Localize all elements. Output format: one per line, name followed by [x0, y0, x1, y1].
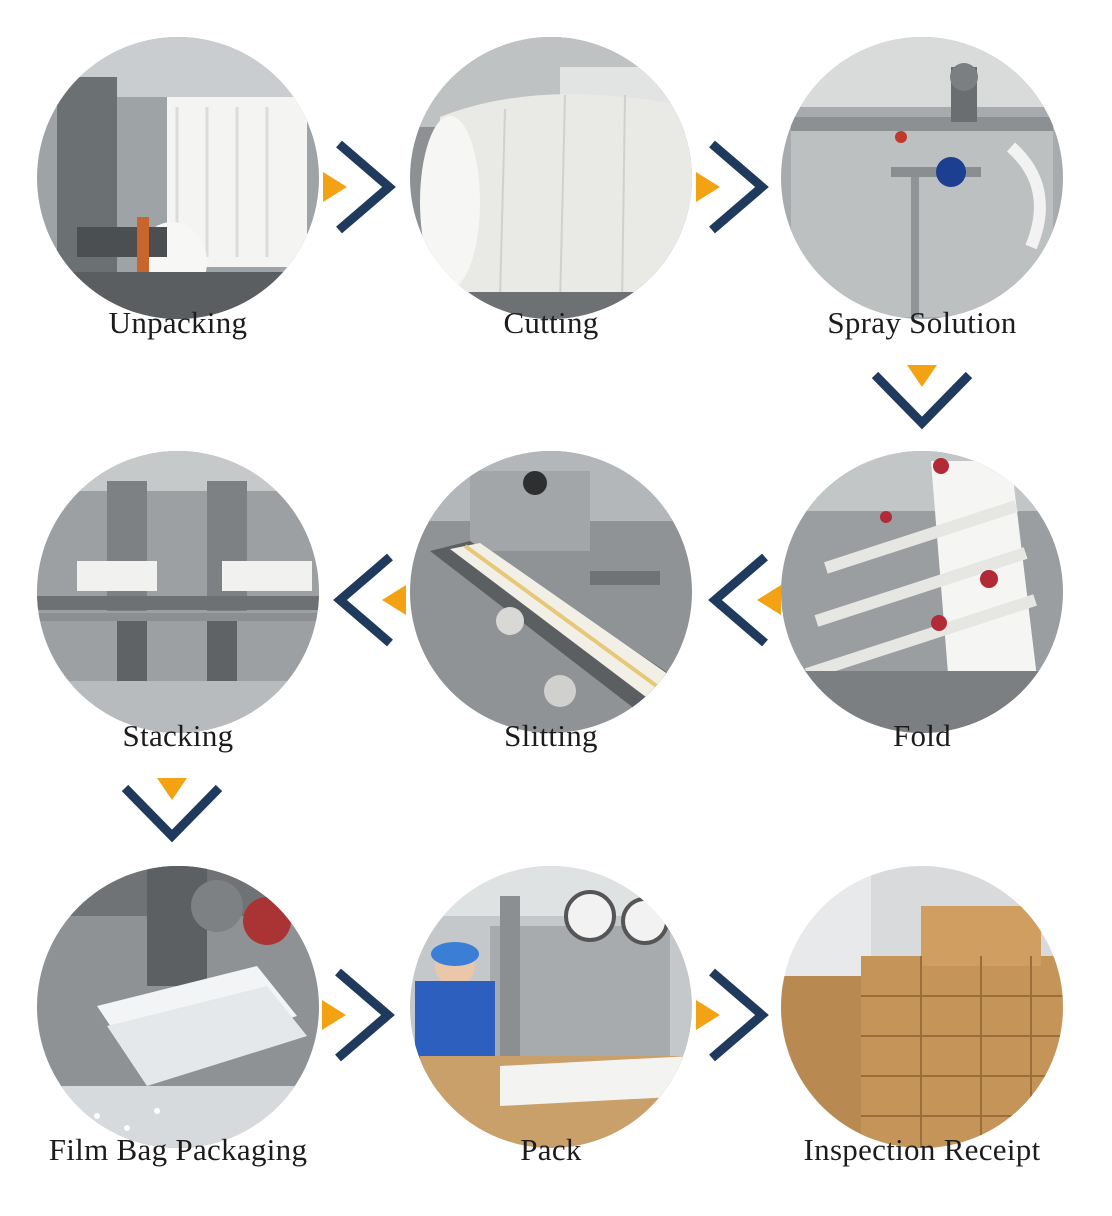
step-label-4: Fold: [892, 718, 952, 753]
step-label-8: Pack: [520, 1132, 582, 1167]
slitting-conveyor-photo: [410, 451, 692, 733]
arrow-down-icon: [117, 758, 227, 868]
step-label-6: Stacking: [122, 718, 234, 753]
worker-at-packing-line-photo: [410, 866, 692, 1148]
step-label-5: Slitting: [504, 718, 598, 753]
step-label-9: Inspection Receipt: [803, 1132, 1041, 1167]
step-label-1: Unpacking: [108, 305, 248, 340]
paper-roll-unwinding-machine-photo: [37, 37, 319, 319]
step-photo-7: [37, 866, 319, 1148]
arrow-down-icon: [867, 345, 977, 455]
arrow-left-icon: [685, 545, 795, 655]
stacked-cardboard-boxes-photo: [781, 866, 1063, 1148]
step-label-3: Spray Solution: [827, 305, 1017, 340]
arrow-right-icon: [682, 960, 792, 1070]
large-paper-roll-photo: [410, 37, 692, 319]
step-photo-5: [410, 451, 692, 733]
step-photo-6: [37, 451, 319, 733]
folding-rollers-photo: [781, 451, 1063, 733]
arrow-right-icon: [308, 960, 418, 1070]
step-photo-9: [781, 866, 1063, 1148]
step-photo-4: [781, 451, 1063, 733]
step-label-2: Cutting: [503, 305, 599, 340]
arrow-left-icon: [310, 545, 420, 655]
step-label-7: Film Bag Packaging: [48, 1132, 308, 1167]
step-photo-8: [410, 866, 692, 1148]
step-photo-1: [37, 37, 319, 319]
step-photo-3: [781, 37, 1063, 319]
arrow-right-icon: [309, 132, 419, 242]
step-photo-2: [410, 37, 692, 319]
film-bag-packaging-machine-photo: [37, 866, 319, 1148]
stainless-steel-tank-with-valve-photo: [781, 37, 1063, 319]
arrow-right-icon: [682, 132, 792, 242]
stacking-machine-photo: [37, 451, 319, 733]
